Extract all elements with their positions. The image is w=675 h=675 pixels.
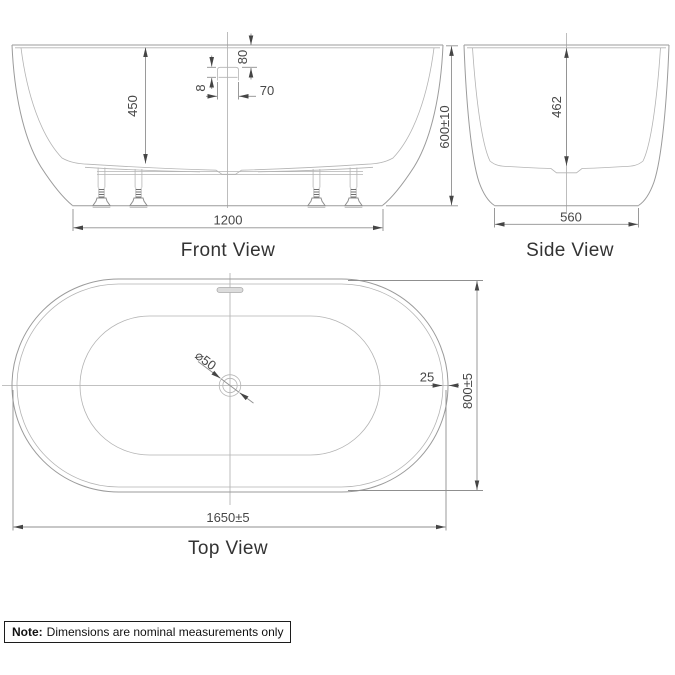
note-box: Note: Dimensions are nominal measurement… [4, 621, 292, 643]
front-dim-8: 8 [193, 55, 216, 92]
front-dim-600: 600±10 [386, 45, 458, 207]
front-outer-wall-left [11, 44, 73, 206]
front-inner-wall-right [366, 47, 435, 165]
top-dim-drain-text: ⌀50 [192, 348, 219, 373]
note-text: Dimensions are nominal measurements only [46, 625, 284, 639]
front-view-label: Front View [181, 240, 275, 261]
side-outer-wall-left [463, 44, 495, 206]
front-dim-70-text: 70 [260, 83, 274, 98]
front-overflow-slot [217, 66, 239, 81]
side-dim-560: 560 [494, 208, 639, 228]
side-view-drawing: 462 560 Side View [463, 33, 670, 261]
note-prefix: Note: [12, 625, 43, 639]
front-view-drawing: 450 80 8 70 600±10 [11, 32, 458, 261]
side-inner-wall-right [624, 47, 661, 167]
top-dim-25-text: 25 [420, 370, 434, 385]
front-dim-80-text: 80 [235, 50, 250, 64]
top-overflow-slot [216, 287, 244, 293]
top-dim-1650: 1650±5 [12, 390, 447, 531]
top-rim-edge [16, 283, 444, 488]
front-feet [91, 167, 364, 208]
side-dim-560-text: 560 [560, 210, 582, 225]
front-dim-80: 80 [235, 33, 257, 80]
front-shell-bottom-left [84, 166, 201, 173]
top-dim-800: 800±5 [348, 280, 483, 491]
side-view-label: Side View [526, 240, 614, 261]
top-view-drawing: ⌀50 25 800±5 1650±5 Top View [2, 273, 483, 559]
top-outer-edge [11, 278, 449, 493]
front-dim-70: 70 [206, 82, 274, 100]
front-dim-8-text: 8 [193, 84, 208, 91]
front-frame-rail [97, 171, 363, 175]
top-dim-25: 25 [420, 370, 459, 388]
front-dim-450: 450 [125, 47, 148, 164]
front-dim-450-text: 450 [125, 95, 140, 117]
front-shell-bottom-right [257, 166, 374, 173]
top-dim-1650-text: 1650±5 [206, 510, 249, 525]
side-outer-wall-right [638, 44, 670, 206]
side-dim-462: 462 [549, 48, 569, 166]
front-dim-1200: 1200 [72, 209, 384, 231]
front-dim-600-text: 600±10 [437, 105, 452, 148]
top-view-label: Top View [188, 538, 268, 559]
top-drain [218, 374, 242, 397]
front-inner-wall-left [20, 47, 89, 165]
front-dim-1200-text: 1200 [214, 213, 243, 228]
side-basin-floor [507, 166, 626, 174]
top-inner-basin [79, 315, 381, 456]
top-dim-drain: ⌀50 [192, 348, 254, 404]
top-dim-800-text: 800±5 [460, 373, 475, 409]
front-outer-wall-right [382, 44, 444, 206]
side-dim-462-text: 462 [549, 96, 564, 118]
side-inner-wall-left [472, 47, 509, 167]
